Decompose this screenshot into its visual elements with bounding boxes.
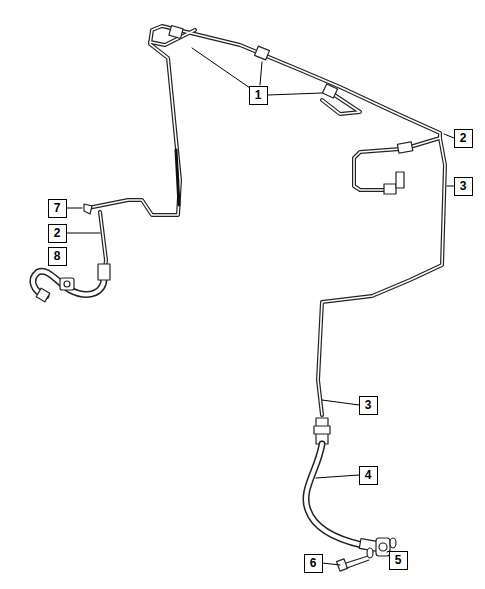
callout-box: 8 — [48, 247, 67, 266]
callout-number: 4 — [365, 469, 372, 481]
callout-box: 7 — [48, 199, 67, 218]
brake-hose — [306, 444, 362, 545]
callout-box: 3 — [454, 177, 473, 196]
callout-number: 7 — [54, 202, 61, 214]
callout-box: 6 — [304, 554, 323, 573]
hose-bracket — [36, 264, 110, 302]
callout-number: 1 — [255, 89, 262, 101]
tube-outline — [88, 26, 445, 415]
callout-number: 8 — [54, 250, 61, 262]
callout-box: 3 — [359, 396, 378, 415]
callout-box: 5 — [389, 551, 408, 570]
callout-number: 2 — [54, 227, 61, 239]
callout-number: 2 — [460, 132, 467, 144]
banjo-fitting — [359, 538, 390, 556]
washer — [390, 538, 396, 548]
tube-sleeve — [176, 150, 179, 205]
callout-box: 2 — [48, 224, 67, 243]
tube-fitting — [314, 142, 413, 444]
washer — [367, 548, 373, 558]
tube-inner — [88, 26, 445, 415]
brake-hose — [306, 444, 362, 545]
callout-box: 2 — [454, 129, 473, 148]
banjo-bolt — [337, 538, 396, 571]
callout-number: 3 — [365, 399, 372, 411]
callout-number: 6 — [310, 557, 317, 569]
callout-box: 1 — [249, 86, 268, 105]
callout-number: 5 — [395, 554, 402, 566]
callout-box: 4 — [359, 466, 378, 485]
retaining-clip — [84, 204, 92, 214]
callout-number: 3 — [460, 180, 467, 192]
leader-line — [67, 48, 454, 565]
